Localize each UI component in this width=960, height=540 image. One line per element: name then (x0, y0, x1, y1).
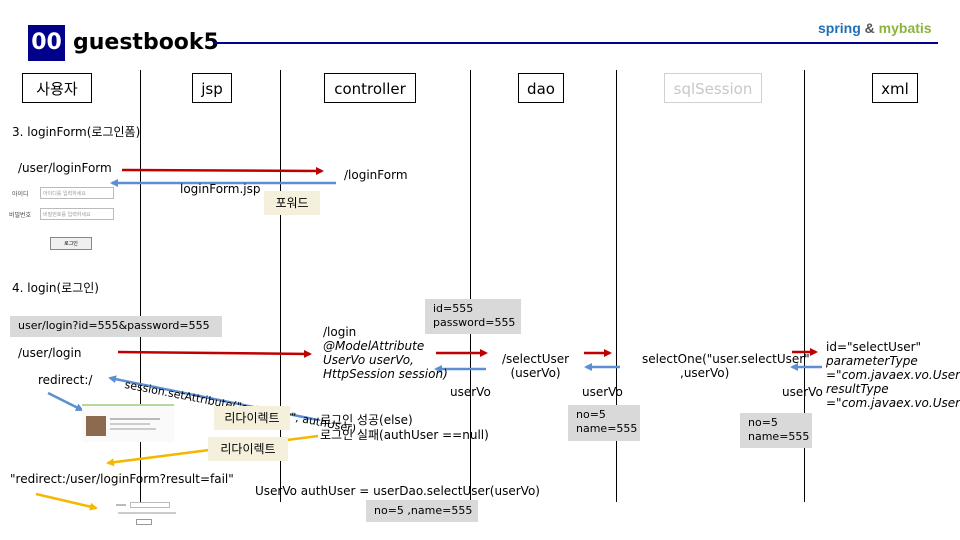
xml-id: id="selectUser" (826, 340, 960, 354)
redirect-label-success: 리다이렉트 (214, 406, 290, 430)
authuser-result-box: no=5 ,name=555 (366, 500, 478, 522)
authuser-assignment: UserVo authUser = userDao.selectUser(use… (255, 484, 540, 498)
param-box: id=555 password=555 (425, 299, 521, 334)
xml-parametertype-label: parameterType (826, 354, 918, 368)
xml-mapper-attributes: id="selectUser" parameterType ="com.java… (826, 340, 960, 410)
mini-pw-input: 비밀번호를 입력하세요 (40, 208, 114, 220)
lane-divider-user-jsp (140, 70, 141, 502)
dao-selectuser-args: (userVo) (510, 366, 561, 380)
dao-selectuser-call: /selectUser (userVo) (502, 352, 569, 380)
controller-session-param: HttpSession session) (323, 367, 448, 381)
spring-mybatis-logo: spring & mybatis (818, 20, 932, 36)
mini-fail-label (116, 504, 126, 506)
mini-fail-form (100, 500, 184, 530)
controller-login-path: /login (323, 325, 357, 339)
mini-pw-label: 비밀번호 (9, 212, 32, 219)
xml-id-text: id="selectUser" (826, 340, 922, 354)
arrow-request-login (117, 349, 312, 358)
mini-home-topbar (82, 404, 174, 406)
sqlsession-result-no: no=5 (748, 416, 778, 429)
xml-resulttype-label: resultType (826, 382, 889, 396)
mini-id-input: 아이디를 입력하세요 (40, 187, 114, 199)
mini-login-button: 로그인 (50, 237, 92, 250)
lane-header-controller: controller (324, 73, 416, 103)
mini-home-text-line (110, 418, 160, 420)
logo-mybatis: mybatis (878, 20, 932, 36)
lane-divider-dao-sqlsession (616, 70, 617, 502)
dao-selectuser-name: /selectUser (502, 352, 570, 366)
section-heading-login: 4. login(로그인) (12, 281, 99, 295)
lane-header-dao: dao (518, 73, 564, 103)
mini-fail-message (118, 512, 176, 514)
controller-model-attribute: @ModelAttribute (323, 339, 425, 353)
logo-amp: & (860, 20, 879, 36)
lane-header-xml: xml (872, 73, 918, 103)
logo-spring: spring (818, 20, 861, 36)
arrow-request-loginform (121, 166, 324, 175)
arrow-fail-to-form (35, 492, 98, 511)
redirect-label-fail: 리다이렉트 (208, 437, 288, 461)
xml-resulttype-value: ="com.javaex.vo.UserVo" (826, 396, 960, 410)
dao-return-uservo: userVo (450, 385, 491, 399)
xml-return-uservo: userVo (782, 385, 823, 399)
mini-fail-button (136, 519, 152, 525)
lane-divider-jsp-controller (280, 70, 281, 502)
lane-divider-sqlsession-xml (804, 70, 805, 502)
controller-loginform-path: /loginForm (344, 168, 408, 182)
sqlsession-result-box: no=5 name=555 (740, 413, 812, 448)
slide-title: guestbook5 (73, 30, 219, 55)
mini-home-text-line (110, 428, 156, 430)
lane-header-user: 사용자 (22, 73, 92, 103)
controller-uservo-param: UserVo userVo, (323, 353, 414, 367)
sqlsession-result-name: name=555 (748, 430, 810, 443)
xml-parametertype-value: ="com.javaex.vo.UserVo" (826, 368, 960, 382)
lane-header-sqlsession: sqlSession (664, 73, 762, 103)
lane-header-jsp: jsp (192, 73, 232, 103)
sqlsession-selectone-args: ,userVo) (680, 366, 730, 380)
fail-redirect-text: "redirect:/user/loginForm?result=fail" (10, 472, 234, 486)
request-user-login: /user/login (18, 346, 82, 360)
sqlsession-selectone-name: selectOne("user.selectUser" (642, 352, 810, 366)
sqlsession-return-uservo: userVo (582, 385, 623, 399)
mini-id-label: 아이디 (12, 191, 29, 198)
redirect-root: redirect:/ (38, 373, 93, 387)
login-fail-note: 로그인 실패(authUser ==null) (320, 428, 489, 442)
title-underline (214, 42, 938, 44)
section-heading-loginform: 3. loginForm(로그인폼) (12, 125, 141, 139)
param-id: id=555 (433, 302, 474, 315)
dao-result-name: name=555 (576, 422, 638, 435)
mini-login-form: 아이디 아이디를 입력하세요 비밀번호 비밀번호를 입력하세요 로그인 (8, 183, 120, 253)
sqlsession-selectone-call: selectOne("user.selectUser" ,userVo) (642, 352, 810, 380)
slide-number-badge: 00 (28, 25, 65, 61)
lane-divider-controller-dao (470, 70, 471, 502)
request-user-loginform: /user/loginForm (18, 161, 112, 175)
login-success-note: 로그인 성공(else) (320, 413, 413, 427)
mini-home-text-line (110, 423, 150, 425)
param-password: password=555 (433, 316, 516, 329)
controller-login-signature: /login @ModelAttribute UserVo userVo, Ht… (323, 325, 448, 381)
arrow-redirect-home (47, 391, 84, 412)
query-string-box: user/login?id=555&password=555 (10, 316, 222, 337)
mini-home-thumbnail (82, 404, 174, 442)
mini-home-photo (86, 416, 106, 436)
dao-result-no: no=5 (576, 408, 606, 421)
mini-fail-input (130, 502, 170, 508)
dao-result-box: no=5 name=555 (568, 405, 640, 441)
forward-label: 포워드 (264, 191, 320, 215)
jsp-loginform-name: loginForm.jsp (180, 182, 261, 196)
